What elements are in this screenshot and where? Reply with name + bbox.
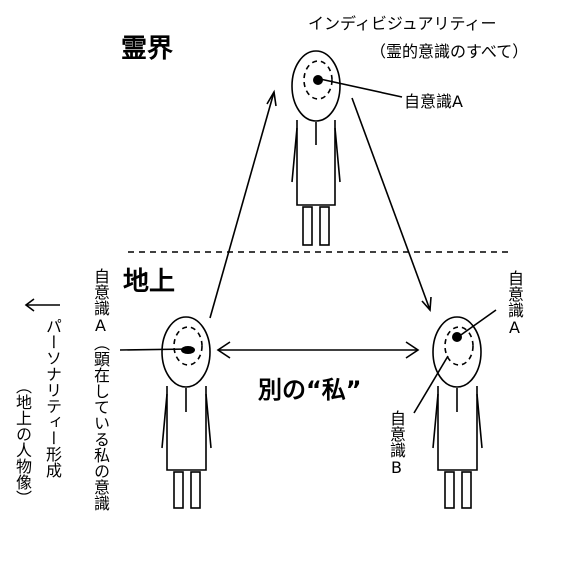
left-awareness-dot: [181, 346, 195, 354]
top-awareness-dot: [313, 75, 323, 85]
top-self-awareness-label: 自意識A: [404, 92, 463, 111]
pointer-left-a: [119, 348, 191, 351]
right-figure: [432, 316, 483, 509]
top-figure: [291, 50, 341, 246]
arrow-top-to-right: [351, 97, 431, 311]
personality-formation-label: パーソナリティー形成: [43, 318, 62, 478]
pointer-right-b: [413, 355, 449, 414]
individuality-subtitle: （霊的意識のすべて）: [370, 42, 529, 61]
left-figure: [161, 316, 212, 509]
left-self-awareness-label: 自意識A（顕在している私の意識: [91, 268, 110, 511]
pointer-right-a: [457, 309, 497, 338]
right-self-awareness-a-label: 自意識A: [505, 270, 524, 337]
spirit-world-label: 霊界: [121, 34, 174, 64]
another-self-label: 別の“私”: [258, 376, 362, 404]
right-awareness-dot: [452, 332, 462, 342]
pointer-top-a: [319, 78, 403, 98]
right-self-awareness-b-label: 自意識B: [387, 410, 406, 477]
individuality-label: インディビジュアリティー: [308, 14, 497, 33]
earthly-persona-label: （地上の人物像）: [13, 378, 32, 506]
earthly-label: 地上: [123, 267, 176, 297]
arrow-left-to-top: [209, 91, 275, 319]
